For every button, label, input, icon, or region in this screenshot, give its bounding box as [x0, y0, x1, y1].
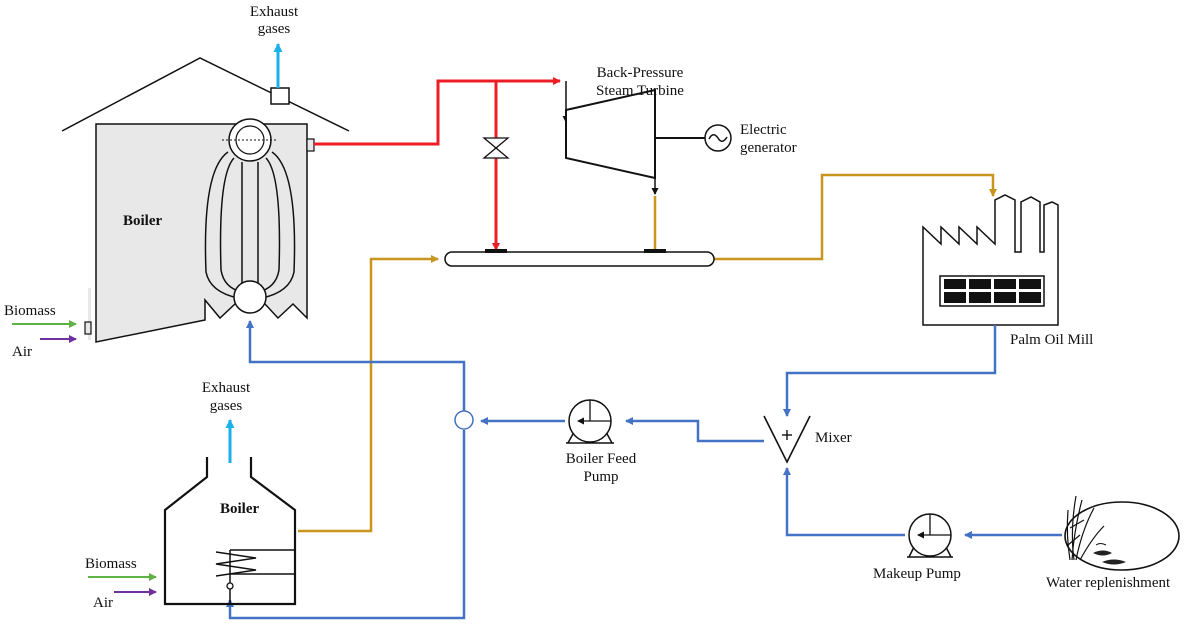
generator-label-line2: generator [740, 140, 797, 156]
bypass-valve [482, 137, 510, 159]
steam-turbine [565, 88, 732, 195]
water-pond-icon [1064, 495, 1180, 571]
makeup-pump-label: Makeup Pump [873, 566, 961, 582]
air-label-main: Air [12, 344, 32, 360]
palm-oil-mill [922, 194, 1059, 326]
aux-boiler [163, 457, 297, 606]
splitter-node [454, 410, 474, 430]
main-boiler [61, 57, 350, 343]
biomass-label-main: Biomass [4, 303, 56, 319]
exhaust-label-aux-line1: Exhaust [201, 380, 251, 396]
turbine-label-line2: Steam Turbine [596, 83, 684, 99]
boiler-tube-bank [204, 151, 296, 299]
turbine-label-line1: Back-Pressure [596, 65, 684, 81]
exhaust-label-main-line2: gases [257, 21, 291, 37]
low-pressure-steam-line [298, 173, 997, 533]
aux-boiler-label: Boiler [220, 501, 260, 517]
feed-pump-label-line1: Boiler Feed [565, 451, 637, 467]
mixer-symbol [763, 415, 811, 464]
boiler-feed-pump [566, 399, 614, 444]
steam-line [314, 77, 561, 251]
palm-oil-mill-label: Palm Oil Mill [1010, 332, 1094, 348]
main-boiler-feed-port [84, 321, 92, 335]
main-boiler-steam-port [306, 138, 315, 152]
main-boiler-label: Boiler [123, 213, 163, 229]
makeup-pump [907, 513, 953, 558]
air-label-aux: Air [93, 595, 113, 611]
biomass-label-aux: Biomass [85, 556, 137, 572]
water-replenishment-label: Water replenishment [1046, 575, 1171, 591]
generator-label-line1: Electric [740, 122, 787, 138]
heat-exchanger-coil [215, 551, 257, 577]
mixer-label: Mixer [815, 430, 852, 446]
main-boiler-chimney [270, 87, 290, 105]
main-boiler-roof [61, 57, 350, 132]
exhaust-label-aux-line2: gases [209, 398, 243, 414]
water-line [226, 320, 1062, 620]
steam-header [444, 251, 715, 267]
mud-drum [233, 280, 267, 314]
feed-pump-label-line2: Pump [583, 469, 619, 485]
exhaust-label-main-line1: Exhaust [249, 4, 299, 20]
